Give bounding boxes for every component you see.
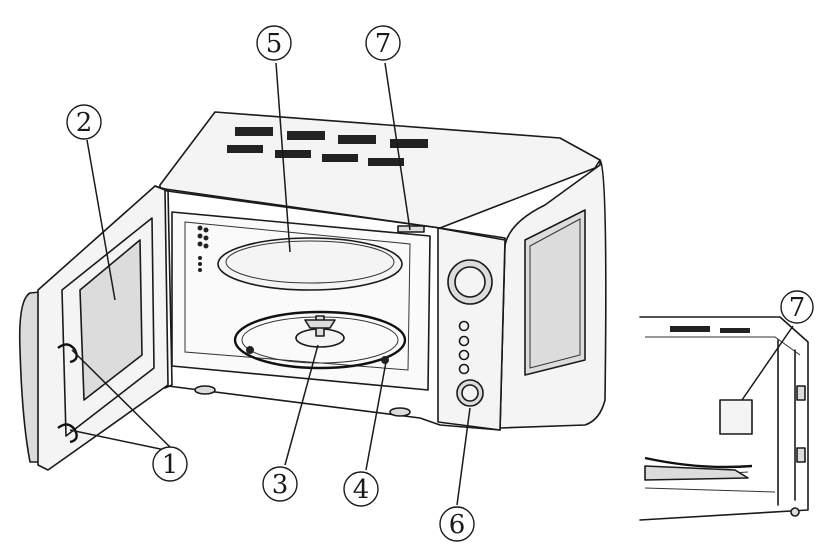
leader-7 (384, 62, 411, 231)
callout-2: 2 (66, 104, 102, 140)
callout-1-label: 1 (162, 450, 179, 480)
callout-2-label: 2 (76, 108, 93, 138)
door-window (79, 239, 143, 401)
leader-lines (69, 62, 471, 506)
leader-5 (275, 62, 291, 253)
waveguide-cover (397, 225, 425, 233)
callout-1: 1 (152, 446, 188, 482)
callout-4-label: 4 (353, 475, 370, 505)
leader-3 (284, 344, 319, 466)
callout-6-label: 6 (449, 510, 466, 540)
leader-6 (456, 407, 471, 506)
callout-7-detail-label: 7 (789, 293, 806, 323)
callout-6: 6 (439, 506, 475, 542)
leader-1b (69, 429, 166, 451)
callout-5-label: 5 (266, 29, 283, 59)
microwave-body (157, 111, 607, 431)
callout-7-detail: 7 (780, 290, 814, 324)
leader-2 (86, 139, 116, 301)
open-door (18, 185, 173, 471)
waveguide-cover-detail (719, 399, 753, 435)
callout-4: 4 (343, 471, 379, 507)
turntable-coupler (295, 315, 345, 348)
door-latch-hooks (57, 343, 78, 444)
callout-7-label: 7 (375, 29, 392, 59)
callout-3: 3 (262, 466, 298, 502)
callout-5: 5 (256, 25, 292, 61)
leader-4 (365, 361, 387, 471)
top-vents (227, 127, 428, 166)
detail-inset (639, 316, 809, 521)
leader-7-detail (741, 325, 794, 401)
cavity-vents (197, 225, 209, 272)
power-knob (456, 379, 484, 407)
oven-cavity (171, 211, 431, 391)
leader-1a (71, 349, 171, 448)
control-buttons (458, 320, 470, 375)
glass-turntable (217, 237, 403, 291)
callout-7: 7 (365, 25, 401, 61)
callout-3-label: 3 (272, 470, 289, 500)
timer-knob (447, 259, 493, 305)
